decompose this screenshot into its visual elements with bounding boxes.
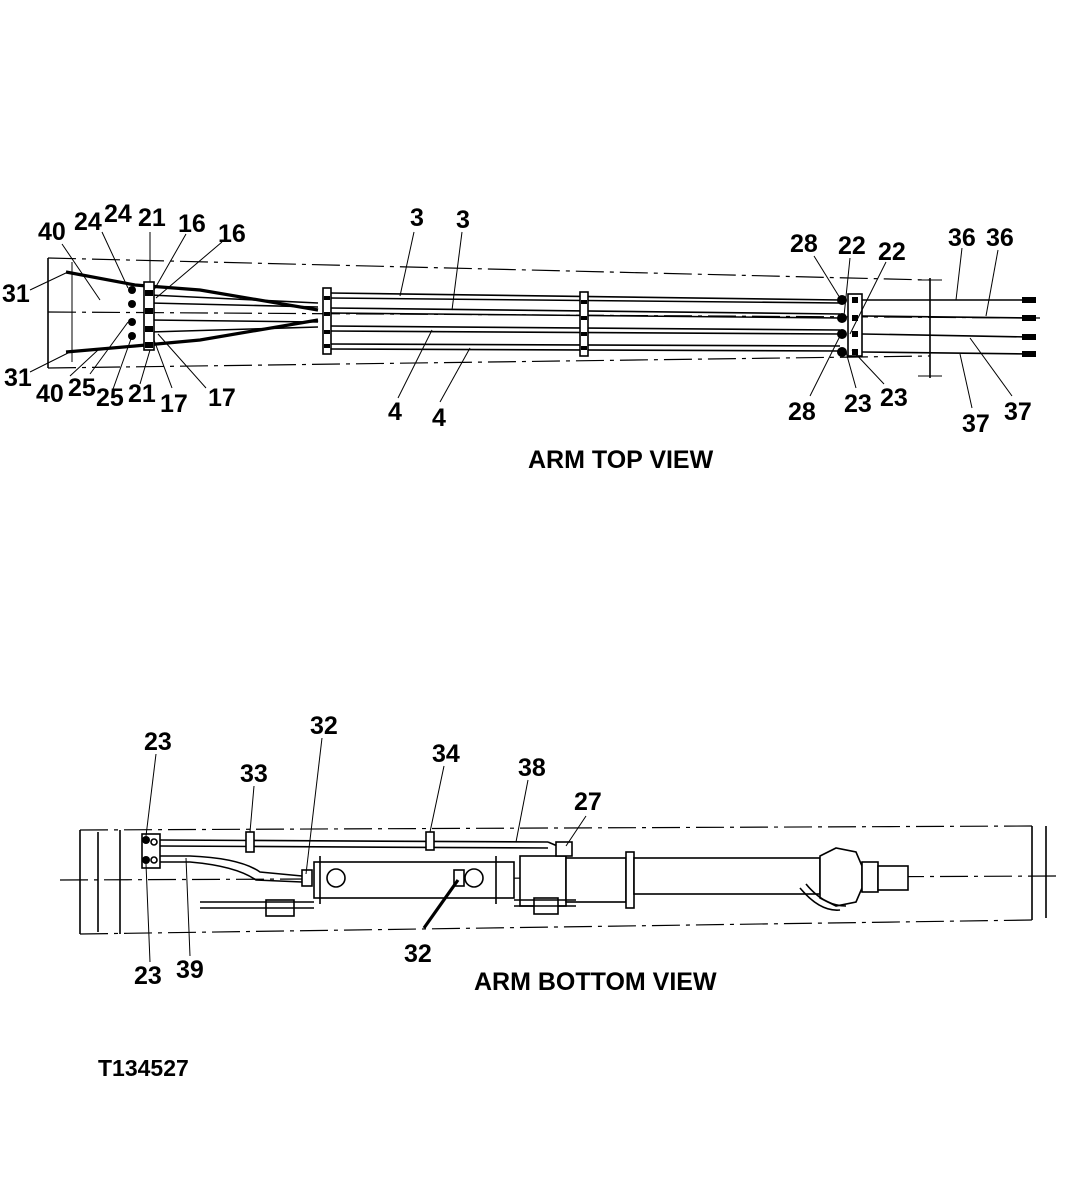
arm-top-view: 40 24 24 21 16 16 3 3 28 22 22 36 36 31 … [2,200,1041,474]
callout-3: 3 [410,204,424,232]
figure-reference: T134527 [98,1055,189,1081]
boom-cylinder [200,847,909,917]
arm-top-outline [47,257,1041,378]
bottom-left-fittings [141,833,161,869]
callout-4: 4 [388,398,402,426]
callout-40: 40 [38,218,66,246]
callout-36: 36 [948,224,976,252]
callout-38: 38 [518,754,546,782]
callout-16: 16 [178,210,206,238]
callout-31: 31 [2,280,30,308]
top-left-fittings [128,281,155,351]
bottom-view-title: ARM BOTTOM VIEW [474,968,717,996]
callout-23: 23 [134,962,162,990]
bottom-hoses [159,831,573,887]
callout-16: 16 [218,220,246,248]
top-clamps [322,287,589,357]
bottom-leaders [145,737,587,963]
bottom-callouts: 23 33 32 34 38 27 23 39 32 [134,712,602,990]
callout-25: 25 [68,374,96,402]
callout-22: 22 [878,238,906,266]
top-view-title: ARM TOP VIEW [528,446,714,474]
callout-17: 17 [160,390,188,418]
top-right-fittings [837,293,1036,357]
arm-bottom-view: 23 33 32 34 38 27 23 39 32 ARM BOTTOM VI… [59,712,1061,996]
callout-32: 32 [404,940,432,968]
top-leaders [29,231,1013,409]
top-callouts: 40 24 24 21 16 16 3 3 28 22 22 36 36 31 … [2,200,1032,438]
callout-34: 34 [432,740,460,768]
callout-23: 23 [144,728,172,756]
callout-21: 21 [128,380,156,408]
callout-21: 21 [138,204,166,232]
callout-22: 22 [838,232,866,260]
callout-28: 28 [788,398,816,426]
callout-4: 4 [432,404,446,432]
callout-23: 23 [880,384,908,412]
top-hoses [65,270,1031,355]
callout-23: 23 [844,390,872,418]
callout-32: 32 [310,712,338,740]
callout-24: 24 [104,200,132,228]
callout-39: 39 [176,956,204,984]
callout-25: 25 [96,384,124,412]
callout-36: 36 [986,224,1014,252]
callout-17: 17 [208,384,236,412]
callout-27: 27 [574,788,602,816]
callout-33: 33 [240,760,268,788]
callout-40: 40 [36,380,64,408]
callout-3: 3 [456,206,470,234]
callout-37: 37 [1004,398,1032,426]
callout-28: 28 [790,230,818,258]
callout-37: 37 [962,410,990,438]
callout-24: 24 [74,208,102,236]
callout-31: 31 [4,364,32,392]
